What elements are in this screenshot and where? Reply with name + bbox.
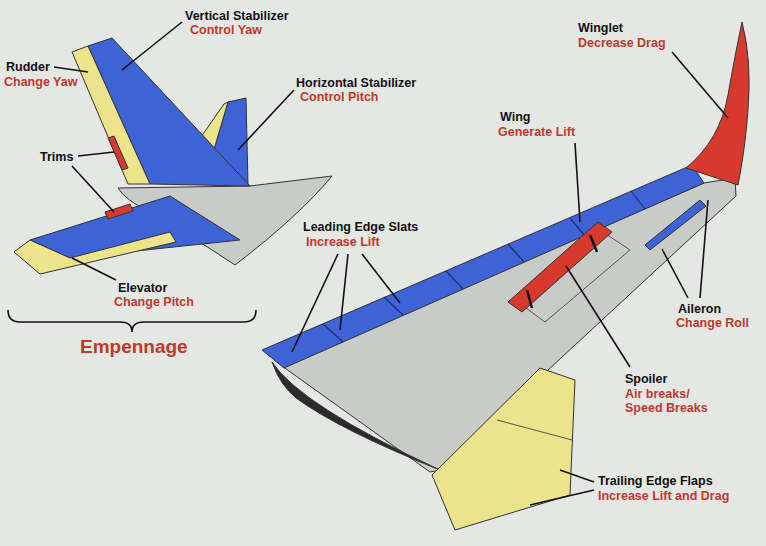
part-name: Aileron — [678, 302, 721, 316]
slat-divider — [508, 244, 524, 262]
slat-divider — [446, 271, 463, 289]
part-name: Spoiler — [625, 372, 667, 386]
wing-root-airfoil — [272, 362, 440, 470]
slat-divider — [570, 218, 585, 236]
leader-line — [54, 67, 88, 72]
leading-edge-slats — [262, 165, 704, 368]
group-name: Empennage — [80, 336, 188, 358]
function-text: Control Yaw — [190, 23, 262, 37]
function-text: Increase Lift and Drag — [598, 489, 729, 503]
slat-divider — [384, 297, 403, 315]
leader-line — [560, 470, 594, 482]
leader-line — [575, 143, 580, 222]
flap-divider — [497, 420, 572, 440]
function-text: Air breaks/ Speed Breaks — [625, 387, 717, 415]
function-text: Control Pitch — [300, 90, 378, 104]
function-text: Decrease Drag — [578, 36, 666, 50]
leader-line — [672, 52, 728, 118]
function-text: Change Yaw — [4, 75, 77, 89]
winglet — [686, 22, 749, 185]
leader-line — [530, 490, 594, 505]
leader-line — [662, 249, 688, 298]
leader-line — [122, 22, 182, 70]
leader-line — [700, 200, 708, 298]
aileron — [645, 200, 706, 250]
leader-line — [78, 152, 114, 156]
leader-line — [292, 254, 338, 352]
near-elevator — [14, 232, 176, 274]
function-text: Change Pitch — [114, 295, 194, 309]
part-name: Leading Edge Slats — [303, 220, 418, 234]
leader-line — [238, 90, 294, 150]
leader-line — [340, 254, 348, 330]
part-name: Horizontal Stabilizer — [296, 76, 416, 90]
leader-line — [72, 166, 114, 212]
part-name: Winglet — [578, 21, 623, 35]
rudder — [72, 46, 150, 184]
part-name: Rudder — [6, 60, 50, 74]
spoiler-strut — [527, 290, 532, 308]
leader-line — [72, 258, 116, 280]
part-name: Elevator — [118, 281, 167, 295]
trailing-edge-flaps — [432, 368, 575, 530]
function-text: Change Roll — [676, 316, 749, 330]
empennage-bracket — [8, 310, 256, 332]
function-text: Generate Lift — [498, 125, 575, 139]
function-text: Increase Lift — [306, 235, 380, 249]
leader-line — [362, 254, 400, 303]
part-name: Vertical Stabilizer — [185, 9, 289, 23]
spoiler — [508, 222, 612, 312]
spoiler-strut — [590, 235, 597, 252]
part-name: Wing — [500, 110, 530, 124]
leader-line — [566, 266, 630, 367]
part-name: Trailing Edge Flaps — [598, 474, 713, 488]
slat-divider — [631, 191, 645, 209]
part-name: Trims — [40, 150, 73, 164]
